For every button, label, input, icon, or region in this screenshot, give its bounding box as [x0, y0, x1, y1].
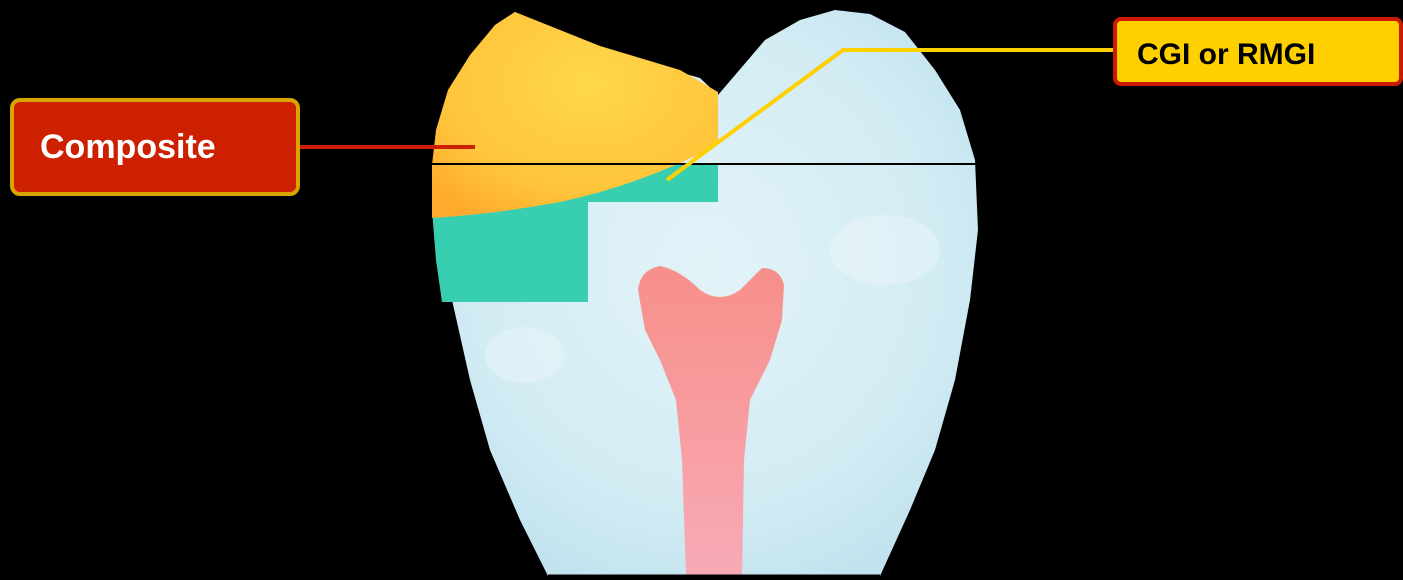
- composite-label: Composite: [10, 98, 300, 196]
- tooth-highlight: [830, 215, 940, 285]
- cgi-label-text: CGI or RMGI: [1137, 38, 1315, 72]
- composite-label-text: Composite: [40, 128, 216, 167]
- cgi-or-rmgi-label: CGI or RMGI: [1113, 17, 1403, 86]
- tooth-highlight: [485, 327, 565, 383]
